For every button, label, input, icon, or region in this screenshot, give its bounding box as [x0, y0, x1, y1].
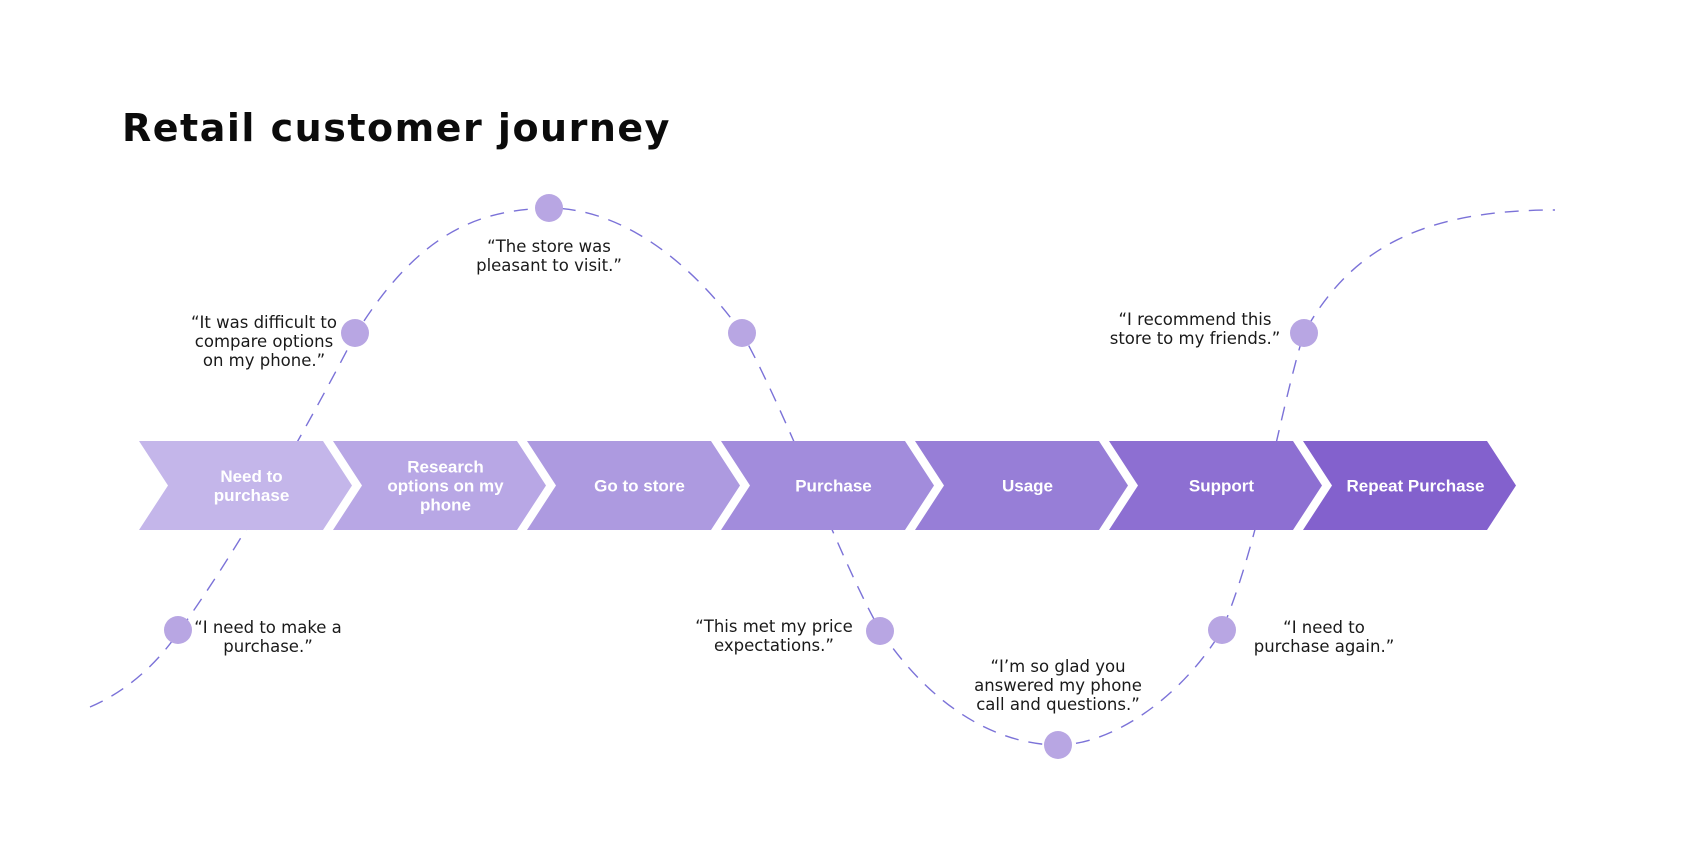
touchpoint-dot-1	[164, 616, 192, 644]
stage-chevron-support	[1109, 441, 1322, 530]
touchpoint-dot-5	[866, 617, 894, 645]
stage-chevron-go-to-store	[527, 441, 740, 530]
stage-chevron-purchase	[721, 441, 934, 530]
quote-repeat-purchase: “I recommend this store to my friends.”	[1109, 310, 1281, 348]
touchpoint-dot-7	[1208, 616, 1236, 644]
touchpoint-dot-4	[728, 319, 756, 347]
stage-chevron-usage	[915, 441, 1128, 530]
page-title: Retail customer journey	[122, 106, 671, 150]
stage-label-go-to-store: Go to store	[594, 477, 685, 496]
touchpoint-dot-8	[1290, 319, 1318, 347]
touchpoint-dot-2	[341, 319, 369, 347]
quote-go-to-store: “The store was pleasant to visit.”	[476, 237, 622, 275]
quote-purchase: “This met my price expectations.”	[695, 617, 853, 655]
stage-chevron-research-options	[333, 441, 546, 530]
quote-usage: “I’m so glad you answered my phone call …	[974, 657, 1142, 714]
stage-chevron-need-to-purchase	[139, 441, 352, 530]
touchpoint-dot-3	[535, 194, 563, 222]
quote-research: “It was difficult to compare options on …	[191, 313, 337, 370]
stage-chevron-repeat-purchase	[1303, 441, 1516, 530]
quote-need-to-purchase: “I need to make a purchase.”	[194, 618, 342, 656]
quote-support: “I need to purchase again.”	[1253, 618, 1395, 656]
stage-label-usage: Usage	[1002, 477, 1053, 496]
stage-label-support: Support	[1189, 477, 1254, 496]
touchpoint-dot-6	[1044, 731, 1072, 759]
stage-label-repeat-purchase: Repeat Purchase	[1347, 477, 1485, 496]
stage-label-purchase: Purchase	[795, 477, 872, 496]
